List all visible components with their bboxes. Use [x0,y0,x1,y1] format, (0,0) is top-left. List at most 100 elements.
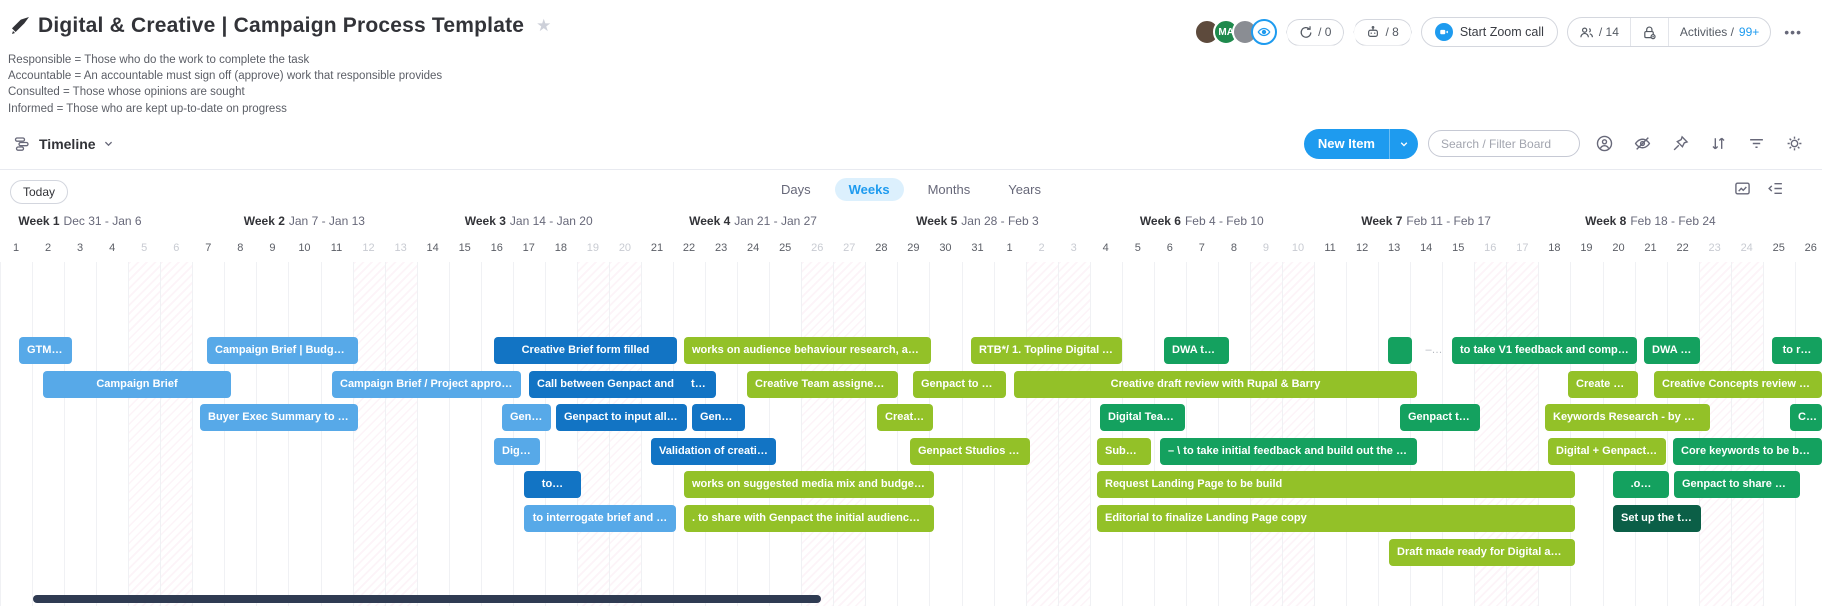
viewer-eye-icon[interactable] [1251,19,1278,45]
timeline-bar[interactable]: Submit… [1097,437,1151,465]
day-number: 2 [1038,242,1045,254]
timeline-bar[interactable]: to interrogate brief and … [524,505,676,532]
timeline-bar[interactable]: Creativ… [877,404,933,432]
timeline-bar[interactable]: Call between Genpact and to re… [529,370,716,398]
search-input[interactable] [1428,130,1580,157]
day-number: 27 [843,242,856,254]
export-view-icon[interactable] [1734,180,1751,197]
integrations-counter[interactable]: / 0 [1286,18,1345,46]
timeline-bar[interactable]: .o… [1613,471,1669,499]
lock-privacy-icon [1644,26,1656,39]
tab-years[interactable]: Years [1008,182,1042,197]
day-number: 18 [554,242,567,254]
timeline-bar[interactable]: –… [1425,344,1443,356]
day-number: 16 [490,242,503,254]
timeline-bar[interactable]: to take V1 feedback and compl… [1452,337,1637,364]
day-number: 8 [237,242,244,254]
new-item-button[interactable]: New Item [1303,128,1418,159]
tab-weeks[interactable]: Weeks [834,178,904,201]
timeline-bar[interactable]: Core keywords to be built inter… [1673,437,1822,465]
timeline-bar[interactable]: Digital + Genpact Stu… [1548,437,1666,465]
timeline-bar[interactable]: Keywords Research - by Paid … [1545,404,1710,432]
timeline-bar[interactable]: Creative Team assigned by G… [747,370,898,398]
activities-button[interactable]: Activities / 99+ [1667,18,1770,46]
timeline-bar[interactable]: Draft made ready for Digital and Cre… [1389,538,1575,566]
person-filter-icon[interactable] [1590,130,1618,158]
timeline-view-icon [14,136,29,151]
timeline-bar[interactable]: Campaign Brief [43,370,231,398]
day-number: 7 [1198,242,1205,254]
board-members[interactable]: MA [1194,19,1278,45]
board-actions: MA / 0 / 8 Start Zoom ca [1194,17,1806,47]
timeline-bar[interactable]: Genpact to sh… [913,370,1006,398]
timeline-bar[interactable]: Digital Team t… [1100,404,1185,432]
timeline-bar[interactable]: . to share with Genpact the initial audi… [684,505,934,532]
timeline-bar[interactable]: Genpact to share coll… [1674,471,1800,499]
tab-days[interactable]: Days [780,182,811,197]
privacy-toggle[interactable] [1629,18,1668,46]
day-column [865,262,897,606]
timeline-bar[interactable]: Buyer Exec Summary to be U… [200,404,358,432]
timeline-bar[interactable]: Creative draft review with Rupal & Barry [1014,370,1417,398]
timeline-bar[interactable] [1388,337,1412,364]
timeline-bar[interactable]: – \ to take initial feedback and build o… [1160,437,1417,465]
timeline-bar[interactable]: Genpac… [692,404,745,432]
timeline-bar[interactable]: Genpac… [502,404,551,432]
horizontal-scrollbar[interactable] [33,595,821,603]
day-column [256,262,288,606]
day-number: 8 [1230,242,1237,254]
timeline-bar[interactable]: DWA to… [1644,337,1700,364]
timeline-bar[interactable]: Editorial to finalize Landing Page copy [1097,505,1575,532]
timeline-bar[interactable]: Creative Brief form filled [494,337,677,364]
timeline-bar[interactable]: Create Landin… [1568,370,1638,398]
new-item-chevron-icon[interactable] [1390,139,1418,149]
day-column [737,262,769,606]
timeline-bar[interactable]: works on audience behaviour research, au… [684,337,931,364]
timeline-bar[interactable]: RTB*/ 1. Topline Digital Appr… [971,337,1122,364]
timeline-bar[interactable]: to… [524,471,581,499]
today-button[interactable]: Today [10,180,69,204]
day-column [993,262,1026,606]
tab-months[interactable]: Months [927,182,971,197]
robot-icon [1368,26,1379,37]
timeline-bar[interactable]: to r… [1772,337,1822,364]
timeline-bar[interactable]: Set up the tag … [1613,505,1701,532]
timeline-bar[interactable]: Campaign Brief | Budget & Ta… [207,337,358,364]
timeline-bar[interactable]: works on suggested media mix and budget … [684,471,934,499]
day-number: 6 [1166,242,1173,254]
timeline-bar[interactable]: GTM Pl… [19,337,72,364]
start-zoom-call-button[interactable]: Start Zoom call [1420,17,1558,47]
more-options-icon[interactable]: ••• [1784,24,1802,40]
sort-icon[interactable] [1704,130,1732,158]
timeline-bar[interactable]: Validation of creative … [651,437,776,465]
view-name: Timeline [39,135,96,152]
timeline-bar[interactable]: Creative Concepts review call with Sta… [1654,370,1822,398]
settings-gear-icon[interactable] [1780,130,1808,158]
collapse-panel-icon[interactable] [1767,180,1784,197]
board-description: Responsible = Those who do the work to c… [8,52,442,117]
timeline-chart: GTM Pl… Campaign Brief | Budget & Ta… Crea… [0,262,1822,606]
weekend-column [384,262,417,606]
day-column [288,262,320,606]
timeline-bar[interactable]: Genpact to input all a… [556,404,687,432]
automations-counter[interactable]: / 8 [1353,18,1412,46]
timeline-bar[interactable]: DWA to… [1164,337,1229,364]
timeline-bar[interactable]: Request Landing Page to be build [1097,471,1575,499]
timeline-bar[interactable]: Genpact Studios crea… [910,437,1030,465]
pin-icon[interactable] [1666,130,1694,158]
hidden-columns-eye-icon[interactable] [1628,130,1656,158]
favorite-star-icon[interactable]: ★ [536,16,552,35]
timeline-bar[interactable]: Genpact to sh… [1400,404,1480,432]
view-switcher[interactable]: Timeline [14,135,114,153]
filter-icon[interactable] [1742,130,1770,158]
timeline-bar[interactable]: C… [1790,404,1822,432]
subscribers-count[interactable]: / 14 [1568,18,1630,46]
day-number: 15 [1452,242,1465,254]
day-number: 12 [362,242,375,254]
day-column [641,262,673,606]
timeline-bar[interactable]: Campaign Brief / Project approval [332,370,521,398]
timeline-bar[interactable]: Digital … [494,437,540,465]
